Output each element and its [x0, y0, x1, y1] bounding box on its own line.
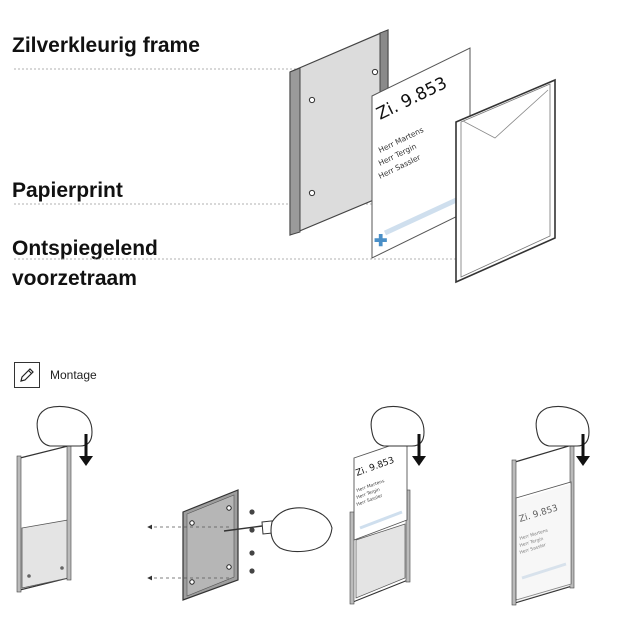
screwdriver-icon — [223, 525, 263, 532]
sign-accent-bar — [383, 193, 467, 236]
hand-icon — [36, 405, 93, 447]
pencil-icon — [14, 362, 40, 388]
montage-heading: Montage — [14, 362, 97, 388]
label-silver-frame: Zilverkleurig frame — [12, 34, 200, 57]
label-anti-glare-line1: Ontspiegelend — [12, 237, 158, 260]
step-3-insert-print: Zi. 9.853 Herr Martens Herr Tergin Herr … — [349, 405, 426, 605]
screw-icons — [249, 509, 255, 574]
montage-title: Montage — [50, 368, 97, 382]
step-1-insert-panel — [16, 405, 93, 593]
hand-icon — [370, 405, 425, 447]
step-4-close-window: Zi. 9.853 Herr Martens Herr Tergin Herr … — [511, 405, 590, 606]
label-anti-glare-window: Ontspiegelend voorzetraam — [12, 234, 158, 294]
label-anti-glare-line2: voorzetraam — [12, 267, 137, 290]
anti-glare-window — [455, 78, 556, 284]
step-2-mount-to-wall — [147, 489, 333, 601]
hand-icon — [535, 405, 590, 447]
paper-print-sheet: Zi. 9.853 Herr Martens Herr Tergin Herr … — [371, 47, 471, 259]
medical-cross-icon: ✚ — [374, 233, 387, 250]
label-paper-print: Papierprint — [12, 179, 123, 202]
hand-icon — [270, 507, 333, 553]
